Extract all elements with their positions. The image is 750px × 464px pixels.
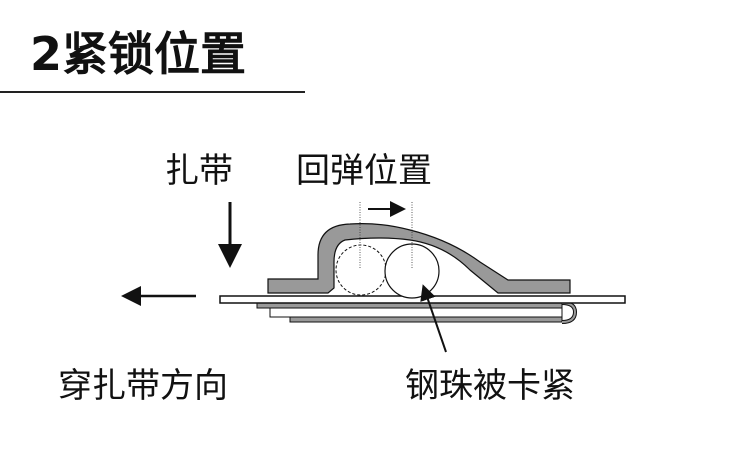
buckle-body [267, 223, 571, 294]
title-underline [0, 91, 305, 93]
ball-locked-label: 钢珠被卡紧 [405, 366, 575, 406]
ball-original-position [335, 244, 387, 296]
page-title: 2紧锁位置 [30, 27, 247, 81]
pointer-arrow-icon [420, 284, 447, 353]
rebound-position-label: 回弹位置 [296, 151, 432, 191]
base-plate [219, 295, 626, 304]
threading-direction-label: 穿扎带方向 [58, 366, 228, 406]
strap-layers [256, 301, 578, 324]
strap-label: 扎带 [165, 151, 233, 191]
